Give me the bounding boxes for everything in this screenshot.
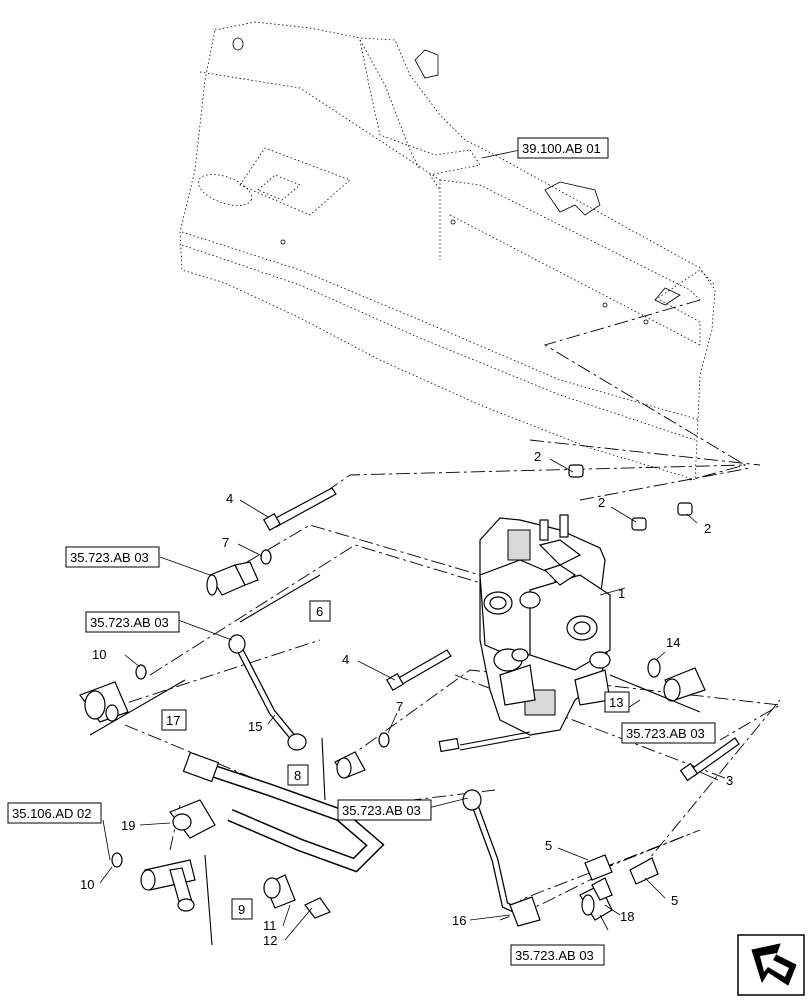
ref-frame-label: 39.100.AB 01 xyxy=(522,141,601,156)
boxed-callout-9[interactable]: 9 xyxy=(231,898,253,920)
svg-text:9: 9 xyxy=(238,902,245,917)
ref-box-5[interactable]: 35.723.AB 03 xyxy=(510,944,605,966)
callout-5-right: 5 xyxy=(671,893,678,908)
callout-1: 1 xyxy=(618,586,625,601)
cap-screw-2c[interactable] xyxy=(677,502,693,516)
ref-box-6[interactable]: 35.106.AD 02 xyxy=(7,802,102,824)
ref-frame-box[interactable]: 39.100.AB 01 xyxy=(517,137,609,159)
ref-label-3: 35.723.AB 03 xyxy=(626,726,705,741)
straight-fitting-8[interactable] xyxy=(334,751,366,779)
ref-box-4[interactable]: 35.723.AB 03 xyxy=(337,799,432,821)
callout-12: 12 xyxy=(263,933,277,948)
cap-screw-2a[interactable] xyxy=(568,464,584,478)
o-ring-7b[interactable] xyxy=(378,732,390,748)
ref-label-1: 35.723.AB 03 xyxy=(70,550,149,565)
cap-screw-2b[interactable] xyxy=(631,517,647,531)
arrow-navigation-icon[interactable] xyxy=(737,934,805,996)
elbow-fitting-18[interactable] xyxy=(579,877,613,921)
cap-11[interactable] xyxy=(263,874,296,909)
elbow-adapter-17[interactable] xyxy=(79,681,129,723)
o-ring-7a[interactable] xyxy=(260,549,272,565)
callout-18: 18 xyxy=(620,909,634,924)
ref-label-2: 35.723.AB 03 xyxy=(90,615,169,630)
fitting-5a[interactable] xyxy=(584,854,613,881)
bolt-3[interactable] xyxy=(679,737,740,782)
fitting-5b[interactable] xyxy=(629,857,659,885)
svg-text:17: 17 xyxy=(166,713,180,728)
callout-4-top: 4 xyxy=(226,491,233,506)
boxed-callout-17[interactable]: 17 xyxy=(161,709,187,731)
svg-text:6: 6 xyxy=(316,604,323,619)
hydraulic-hose[interactable] xyxy=(169,751,385,873)
long-bolt-4a[interactable] xyxy=(262,487,337,532)
callout-2-top: 2 xyxy=(534,449,541,464)
callout-2-mid: 2 xyxy=(598,495,605,510)
frame-assembly xyxy=(179,21,716,481)
callout-7-top: 7 xyxy=(222,535,229,550)
o-ring-14[interactable] xyxy=(647,658,661,678)
o-ring-10b[interactable] xyxy=(111,852,123,868)
ref-label-5: 35.723.AB 03 xyxy=(515,948,594,963)
ref-box-1[interactable]: 35.723.AB 03 xyxy=(65,546,160,568)
ref-label-4: 35.723.AB 03 xyxy=(342,803,421,818)
boxed-callout-13[interactable]: 13 xyxy=(604,691,630,713)
tee-fitting[interactable] xyxy=(140,859,196,912)
callout-5-left: 5 xyxy=(545,838,552,853)
elbow-fitting-upper[interactable] xyxy=(206,561,259,596)
callout-4-mid: 4 xyxy=(342,652,349,667)
ref-box-3[interactable]: 35.723.AB 03 xyxy=(621,722,716,744)
o-ring-10a[interactable] xyxy=(135,664,147,680)
callout-2-right: 2 xyxy=(704,521,711,536)
adapter-fitting-right[interactable] xyxy=(663,667,706,702)
callout-19: 19 xyxy=(121,818,135,833)
callout-3: 3 xyxy=(726,773,733,788)
boxed-callout-8[interactable]: 8 xyxy=(287,764,309,786)
callout-10-top: 10 xyxy=(92,647,106,662)
hydraulic-tube-16[interactable] xyxy=(462,789,541,927)
hydraulic-tube-15[interactable] xyxy=(228,634,307,751)
callout-numbers: 1 2 2 2 3 4 4 5 5 7 7 10 10 11 12 14 15 … xyxy=(80,449,733,948)
ref-box-2[interactable]: 35.723.AB 03 xyxy=(85,611,180,633)
callout-10-bottom: 10 xyxy=(80,877,94,892)
dust-cap-12[interactable] xyxy=(304,897,331,919)
bracket-lines xyxy=(89,574,701,946)
callout-15: 15 xyxy=(248,719,262,734)
long-bolt-4b[interactable] xyxy=(385,649,452,692)
leader-lines xyxy=(99,149,719,941)
callout-11: 11 xyxy=(263,918,277,933)
valve-lead-wire xyxy=(438,731,531,753)
boxed-callout-6[interactable]: 6 xyxy=(309,600,331,622)
callout-14: 14 xyxy=(666,635,680,650)
ref-label-6: 35.106.AD 02 xyxy=(12,806,92,821)
svg-text:13: 13 xyxy=(609,695,623,710)
svg-text:8: 8 xyxy=(294,768,301,783)
control-valve-body[interactable] xyxy=(479,514,611,736)
callout-16: 16 xyxy=(452,913,466,928)
callout-7-mid: 7 xyxy=(396,699,403,714)
